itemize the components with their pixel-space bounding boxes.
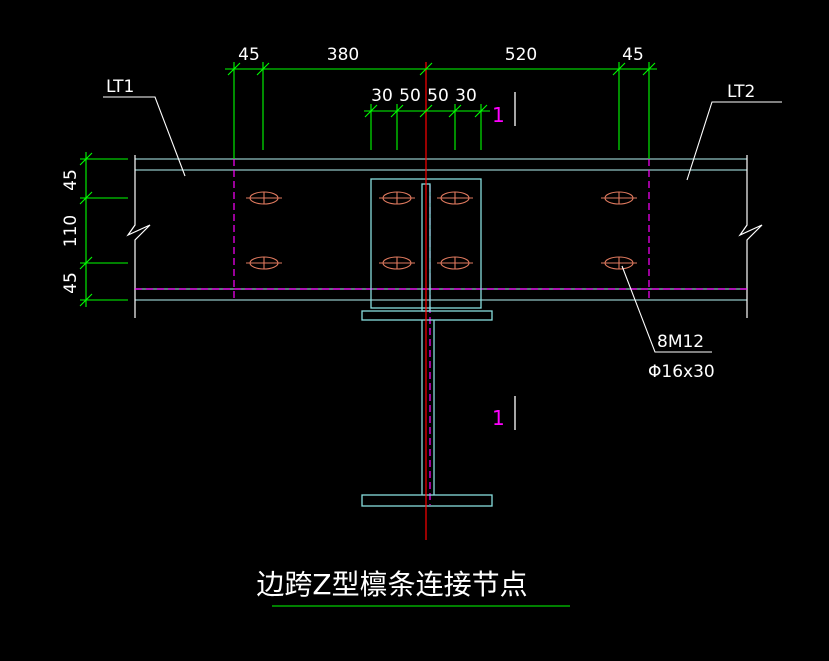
bolt [379, 191, 415, 205]
column-section [361, 183, 493, 507]
purlin-body [135, 158, 747, 301]
bolt-spec-label: 8M12 [657, 332, 704, 352]
top-dim-3: 520 [505, 45, 537, 65]
inner-dim-2: 50 [399, 86, 421, 106]
section-mark-top: 1 [492, 103, 505, 127]
bolt [246, 256, 282, 270]
bolt [379, 256, 415, 270]
top-dim-1: 45 [238, 45, 260, 65]
top-dim-4: 45 [622, 45, 644, 65]
left-dim-1: 45 [61, 169, 81, 191]
bolt [437, 191, 473, 205]
bolt [246, 191, 282, 205]
left-dimension-lines [79, 152, 128, 307]
top-dim-2: 380 [327, 45, 359, 65]
left-break-line [126, 155, 151, 318]
top-dimension-lines [225, 62, 657, 159]
bolt-leader [621, 265, 712, 353]
lt2-label: LT2 [727, 82, 755, 102]
inner-dim-1: 30 [371, 86, 393, 106]
hidden-lines [135, 159, 747, 505]
bolt [601, 256, 637, 270]
bolt [437, 256, 473, 270]
bolts [246, 191, 637, 270]
inner-dim-4: 30 [455, 86, 477, 106]
section-mark-bottom: 1 [492, 406, 505, 430]
inner-dim-3: 50 [427, 86, 449, 106]
lt1-leader [103, 96, 186, 177]
right-break-line [738, 155, 763, 318]
bolt [601, 191, 637, 205]
inner-dimension-lines [364, 104, 490, 150]
hole-spec-label: Φ16x30 [648, 362, 715, 382]
left-dim-3: 45 [61, 272, 81, 294]
drawing-title: 边跨Z型檩条连接节点 [256, 568, 527, 601]
lt2-leader [686, 101, 782, 181]
left-dim-2: 110 [61, 215, 81, 247]
lt1-label: LT1 [106, 77, 134, 97]
